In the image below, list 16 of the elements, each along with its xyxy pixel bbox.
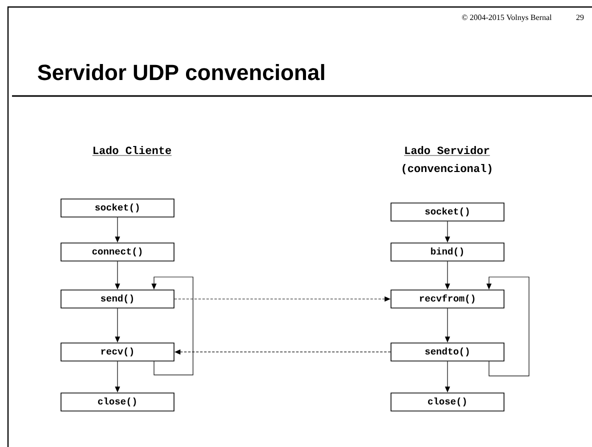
column-heading: Lado Cliente — [92, 146, 172, 156]
function-box: close() — [60, 392, 174, 412]
function-box: send() — [60, 290, 174, 308]
function-box: recv() — [60, 342, 174, 362]
function-box: sendto() — [390, 342, 504, 362]
function-box: socket() — [60, 198, 174, 218]
function-box: bind() — [390, 242, 504, 262]
page-number: 29 — [576, 14, 584, 20]
function-box: recvfrom() — [390, 290, 504, 308]
column-subheading: (convencional) — [402, 164, 492, 174]
function-box: connect() — [60, 242, 174, 262]
copyright-note: © 2004-2015 Volnys Bernal — [462, 14, 552, 22]
function-box: close() — [390, 392, 504, 412]
function-box: socket() — [390, 202, 504, 222]
slide-title: Servidor UDP convencional — [38, 64, 324, 80]
column-heading: Lado Servidor — [404, 146, 490, 156]
